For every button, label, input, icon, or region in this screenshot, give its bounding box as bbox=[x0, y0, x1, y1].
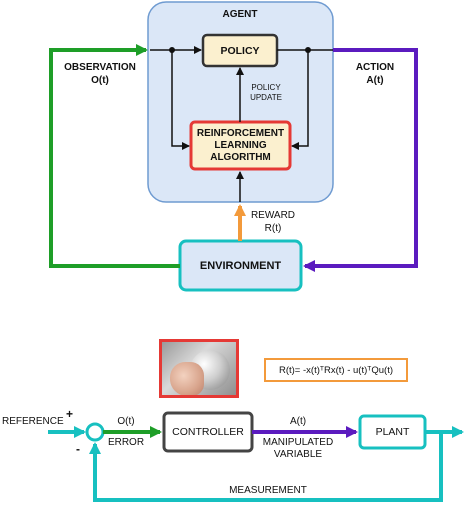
hand-graphic bbox=[170, 362, 204, 395]
reward-formula: R(t)= -x(t)ᵀRx(t) - u(t)ᵀQu(t) bbox=[264, 358, 408, 382]
policy-update-label: POLICY UPDATE bbox=[250, 83, 282, 102]
environment-label: ENVIRONMENT bbox=[199, 259, 282, 272]
agent-label: AGENT bbox=[222, 9, 258, 20]
observation-arrow bbox=[49, 44, 180, 268]
reward-label: REWARD bbox=[250, 210, 296, 221]
manipulated-variable-label: MANIPULATED VARIABLE bbox=[262, 437, 334, 460]
observation-label: OBSERVATION bbox=[64, 62, 136, 73]
reference-label: REFERENCE bbox=[2, 416, 64, 427]
bottom-observation-symbol: O(t) bbox=[117, 416, 135, 427]
summing-junction bbox=[85, 422, 105, 442]
observation-symbol: O(t) bbox=[91, 75, 109, 86]
action-symbol: A(t) bbox=[366, 75, 384, 86]
rl-algorithm-label: REINFORCEMENT LEARNING ALGORITHM bbox=[196, 127, 285, 163]
error-label: ERROR bbox=[107, 437, 145, 448]
reward-symbol: R(t) bbox=[264, 223, 282, 234]
bottom-action-symbol: A(t) bbox=[289, 416, 307, 427]
obs-to-rl-arrow bbox=[171, 50, 190, 150]
plus-sign: + bbox=[66, 407, 74, 421]
controller-label: CONTROLLER bbox=[172, 426, 244, 438]
measurement-label: MEASUREMENT bbox=[229, 485, 307, 496]
hand-turning-knob-photo bbox=[159, 339, 239, 398]
action-to-rl-arrow bbox=[291, 50, 309, 150]
plant-label: PLANT bbox=[375, 426, 410, 438]
measurement-feedback-arrow bbox=[89, 432, 443, 502]
action-arrow bbox=[303, 48, 418, 272]
policy-label: POLICY bbox=[220, 44, 260, 57]
action-label: ACTION bbox=[355, 62, 395, 73]
minus-sign: - bbox=[76, 442, 80, 456]
